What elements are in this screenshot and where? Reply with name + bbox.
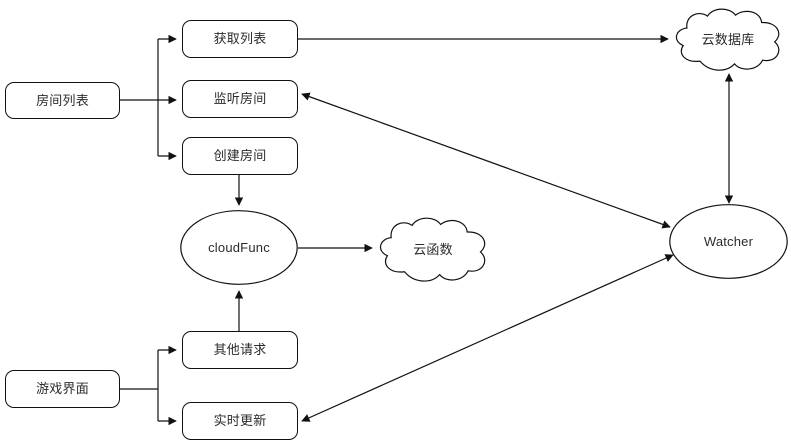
node-room-list[interactable]: 房间列表: [5, 82, 120, 119]
node-game-ui[interactable]: 游戏界面: [5, 370, 120, 408]
cloud-shape: [672, 6, 784, 74]
node-cloud-func[interactable]: cloudFunc: [180, 210, 298, 285]
node-listen-room-label: 监听房间: [213, 91, 267, 107]
edge-watcher-to-listen-room[interactable]: [301, 92, 671, 229]
node-get-list[interactable]: 获取列表: [182, 20, 298, 58]
node-realtime-update-label: 实时更新: [213, 413, 267, 429]
node-watcher[interactable]: Watcher: [669, 204, 788, 279]
node-listen-room[interactable]: 监听房间: [182, 80, 298, 118]
node-game-ui-label: 游戏界面: [36, 381, 89, 397]
node-get-list-label: 获取列表: [213, 31, 267, 47]
node-create-room-label: 创建房间: [213, 148, 267, 164]
node-other-request[interactable]: 其他请求: [182, 331, 298, 369]
node-cloud-database[interactable]: 云数据库: [672, 6, 784, 74]
node-realtime-update[interactable]: 实时更新: [182, 402, 298, 440]
edge-watcher-to-realtime-update[interactable]: [301, 254, 674, 422]
node-room-list-label: 房间列表: [36, 92, 89, 108]
ellipse-shape: [669, 204, 788, 279]
ellipse-shape: [180, 210, 298, 285]
node-cloud-function[interactable]: 云函数: [376, 215, 490, 285]
cloud-shape: [376, 215, 490, 285]
node-other-request-label: 其他请求: [213, 342, 267, 358]
node-create-room[interactable]: 创建房间: [182, 137, 298, 175]
